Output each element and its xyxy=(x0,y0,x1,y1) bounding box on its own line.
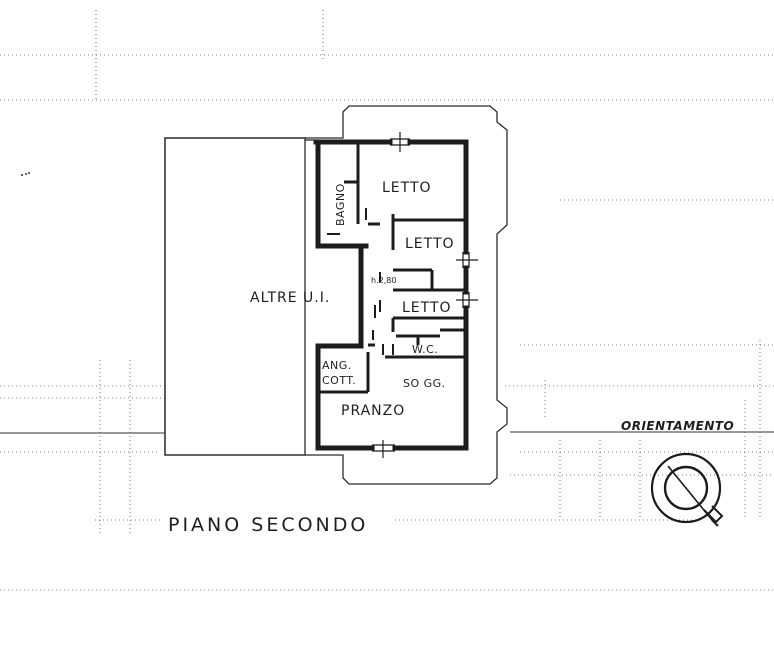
stray-marks xyxy=(21,172,30,176)
room-label-wc: W.C. xyxy=(412,343,438,356)
room-label-letto-3: LETTO xyxy=(402,300,452,316)
windows xyxy=(305,132,478,458)
floor-title: PIANO SECONDO xyxy=(168,514,368,536)
room-label-letto-1: LETTO xyxy=(382,180,432,196)
apartment-walls xyxy=(313,139,469,451)
room-label-bagno: BAGNO xyxy=(334,183,347,226)
compass-icon xyxy=(650,452,724,527)
room-label-altre-ui: ALTRE U.I. xyxy=(250,290,330,306)
room-label-ang-cott-2: COTT. xyxy=(322,374,356,387)
orientation-label: ORIENTAMENTO xyxy=(621,419,734,433)
ceiling-height-label: h.2,80 xyxy=(371,276,396,285)
room-label-letto-2: LETTO xyxy=(405,236,455,252)
room-label-ang-cott-1: ANG. xyxy=(322,359,352,372)
room-label-soggiorno: SO GG. xyxy=(403,377,446,390)
door-marks xyxy=(327,208,394,355)
interior-walls xyxy=(318,142,466,394)
building-outline xyxy=(164,105,508,485)
dotted-grid xyxy=(0,10,774,591)
room-label-pranzo: PRANZO xyxy=(341,403,405,419)
other-units-area xyxy=(164,137,306,456)
